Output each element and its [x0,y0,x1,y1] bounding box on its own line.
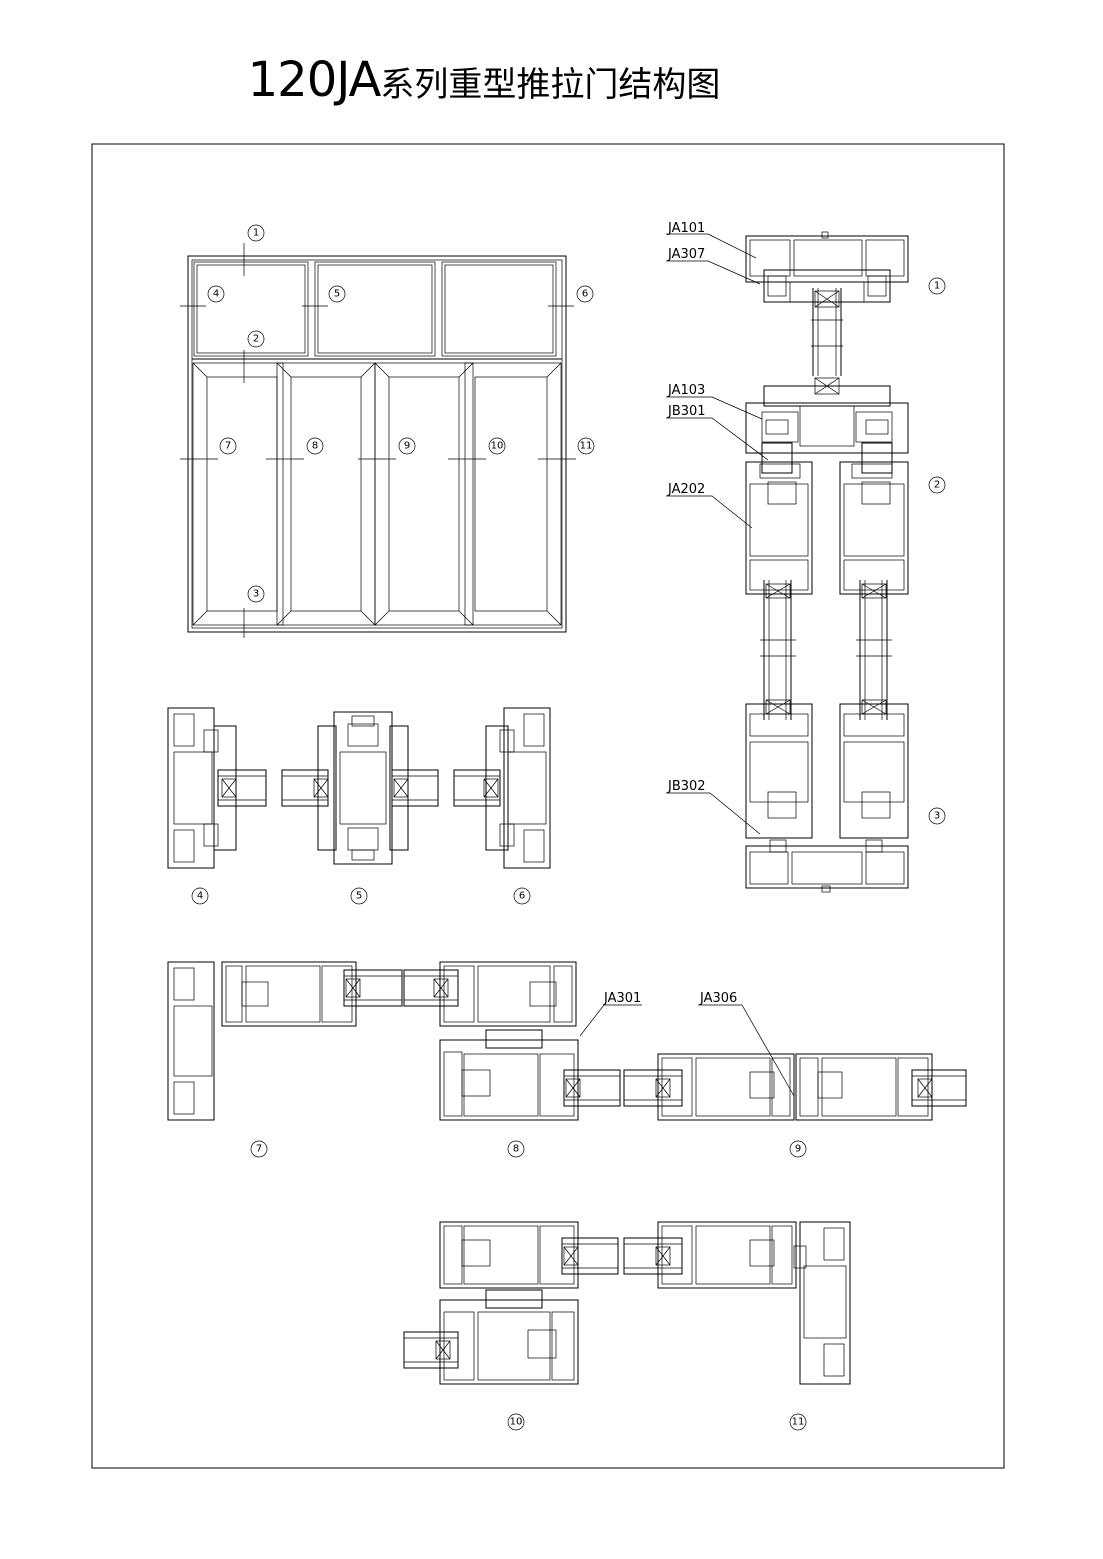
horizontal-section-6 [453,707,551,869]
svg-text:2: 2 [253,334,259,345]
callout-7: 7 [219,437,237,455]
drawing-border [91,143,1005,1469]
callout-11-section: 11 [789,1413,807,1431]
svg-text:1: 1 [934,281,940,292]
callout-2: 2 [247,330,265,348]
vertical-section-2 [745,385,909,595]
svg-text:8: 8 [513,1144,519,1155]
svg-text:3: 3 [934,811,940,822]
svg-text:4: 4 [213,289,219,300]
section-callouts: 1 2 3 4 5 6 7 8 9 10 11 1 2 3 4 5 6 7 8 … [191,224,946,1431]
label-ja307: JA307 [667,247,705,262]
glass-panel-upper [811,288,843,395]
svg-text:10: 10 [510,1417,523,1428]
svg-text:2: 2 [934,480,940,491]
callout-5: 5 [328,285,346,303]
vertical-section-3 [745,703,909,893]
svg-text:11: 11 [792,1417,805,1428]
svg-text:10: 10 [491,441,504,452]
page-title: 120JA系列重型推拉门结构图 [0,52,968,108]
horizontal-section-9 [623,1053,967,1121]
label-jb302: JB302 [667,779,706,794]
door-elevation [180,243,576,638]
label-jb301: JB301 [667,404,706,419]
horizontal-section-5 [281,711,439,865]
part-labels: JA101 JA307 JA103 JB301 JA202 JB302 JA30… [603,221,737,1006]
svg-text:5: 5 [356,891,362,902]
svg-text:6: 6 [519,891,525,902]
label-ja101: JA101 [667,221,705,236]
svg-text:7: 7 [256,1144,262,1155]
svg-text:7: 7 [225,441,231,452]
callout-5-section: 5 [350,887,368,905]
horizontal-section-8 [403,961,621,1121]
svg-text:3: 3 [253,589,259,600]
callout-10: 10 [488,437,506,455]
callout-10-section: 10 [507,1413,525,1431]
horizontal-section-10 [403,1221,619,1385]
sliding-panels [192,362,562,626]
label-ja103: JA103 [667,383,705,398]
callout-3-section: 3 [928,807,946,825]
callout-1: 1 [247,224,265,242]
section-cut-marks [180,243,576,638]
callout-3: 3 [247,585,265,603]
callout-6-section: 6 [513,887,531,905]
callout-9-section: 9 [789,1140,807,1158]
callout-1-section: 1 [928,277,946,295]
svg-text:6: 6 [582,289,588,300]
vertical-section-1 [745,231,909,303]
leader-lines [579,233,795,1097]
svg-text:9: 9 [404,441,410,452]
title-code: 120JA [247,52,382,108]
horizontal-section-7 [167,961,403,1121]
callout-2-section: 2 [928,476,946,494]
svg-text:8: 8 [312,441,318,452]
callout-4-section: 4 [191,887,209,905]
svg-text:11: 11 [580,441,593,452]
horizontal-section-11 [623,1221,851,1385]
callout-6: 6 [576,285,594,303]
title-text: 系列重型推拉门结构图 [380,65,721,105]
glass-panels-middle [760,580,892,720]
callout-4: 4 [207,285,225,303]
svg-text:4: 4 [197,891,203,902]
horizontal-section-4 [167,707,267,869]
svg-text:1: 1 [253,228,259,239]
label-ja301: JA301 [603,991,641,1006]
callout-11: 11 [577,437,595,455]
callout-7-section: 7 [250,1140,268,1158]
label-ja306: JA306 [699,991,737,1006]
callout-8-section: 8 [507,1140,525,1158]
callout-9: 9 [398,437,416,455]
callout-8: 8 [306,437,324,455]
svg-text:9: 9 [795,1144,801,1155]
svg-text:5: 5 [334,289,340,300]
label-ja202: JA202 [667,482,705,497]
